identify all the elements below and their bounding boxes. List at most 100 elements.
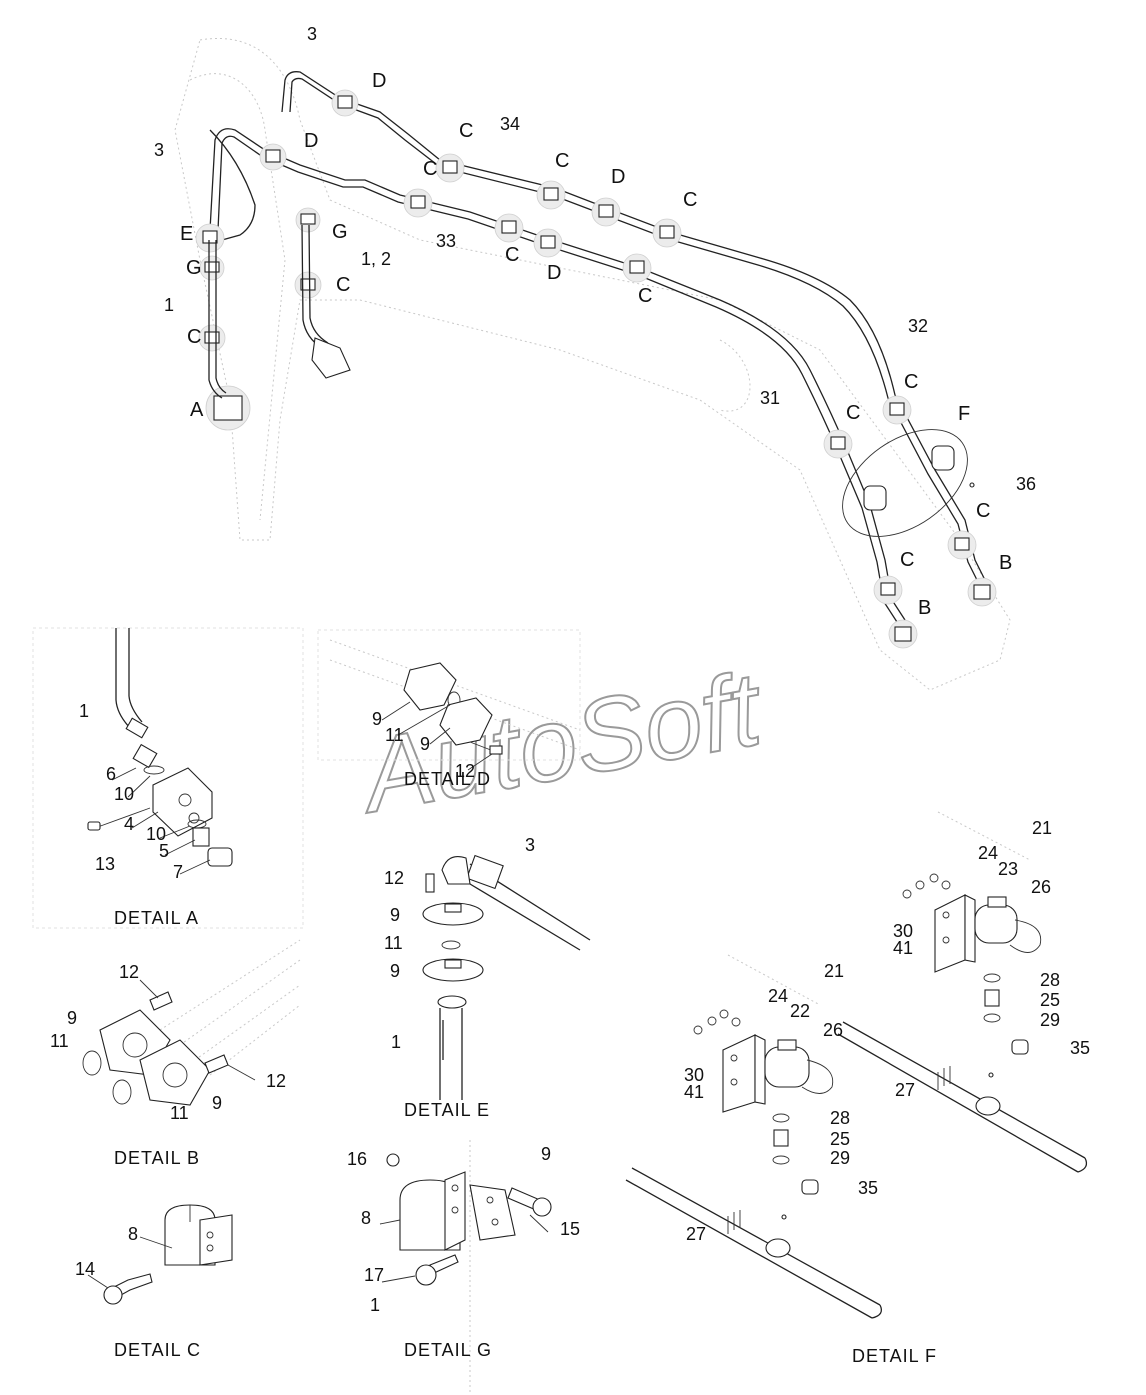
callout-label: 9 xyxy=(390,905,400,925)
callout-label: 1, 2 xyxy=(361,249,391,269)
detail-c-caption: DETAIL C xyxy=(114,1340,201,1360)
callout-label: G xyxy=(186,257,202,279)
callout-label: 33 xyxy=(436,231,456,251)
hose-1-2 xyxy=(301,224,351,379)
detail-b: 12 9 11 12 9 11 DETAIL B xyxy=(50,939,301,1168)
callout-label: C xyxy=(976,500,990,522)
callout-label: 30 xyxy=(684,1065,704,1085)
pipe-34 xyxy=(281,71,986,583)
callout-label: 1 xyxy=(391,1032,401,1052)
callout-label: 10 xyxy=(146,824,166,844)
callout-label: 26 xyxy=(823,1020,843,1040)
callout-label: 15 xyxy=(560,1219,580,1239)
callout-label: 12 xyxy=(266,1071,286,1091)
callout-label: 25 xyxy=(830,1129,850,1149)
callout-label: A xyxy=(190,399,204,421)
callout-label: D xyxy=(611,166,625,188)
callout-label: 34 xyxy=(500,114,520,134)
callout-label: D xyxy=(304,130,318,152)
callout-label: 9 xyxy=(67,1008,77,1028)
callout-label: 29 xyxy=(1040,1010,1060,1030)
callout-label: 11 xyxy=(385,725,404,745)
callout-label: 9 xyxy=(390,961,400,981)
callout-label: 9 xyxy=(372,709,382,729)
callout-label: C xyxy=(846,402,860,424)
detail-b-caption: DETAIL B xyxy=(114,1148,200,1168)
detail-d-caption: DETAIL D xyxy=(404,769,491,789)
callout-label: 31 xyxy=(760,388,780,408)
callout-label: 13 xyxy=(95,854,115,874)
callout-label: 17 xyxy=(364,1265,384,1285)
callout-label: 8 xyxy=(361,1208,371,1228)
callout-label: 22 xyxy=(790,1001,810,1021)
callout-label: C xyxy=(336,274,350,296)
detail-b-labels: 12 9 11 12 9 11 xyxy=(50,962,286,1123)
callout-label: 41 xyxy=(684,1082,704,1102)
callout-label: 30 xyxy=(893,921,913,941)
callout-label: 9 xyxy=(541,1144,551,1164)
callout-label: 27 xyxy=(895,1080,915,1100)
pipe-33 xyxy=(209,128,906,623)
callout-label: 21 xyxy=(1032,818,1052,838)
detail-g-caption: DETAIL G xyxy=(404,1340,492,1360)
callout-label: C xyxy=(638,285,652,307)
callout-label: 3 xyxy=(307,24,317,44)
callout-label: 24 xyxy=(768,986,788,1006)
callout-label: 29 xyxy=(830,1148,850,1168)
callout-label: 35 xyxy=(858,1178,878,1198)
callout-label: 5 xyxy=(159,841,169,861)
callout-label: 12 xyxy=(384,868,404,888)
callout-label: 1 xyxy=(370,1295,380,1315)
callout-label: 11 xyxy=(50,1031,69,1051)
callout-label: 28 xyxy=(830,1108,850,1128)
callout-label: 35 xyxy=(1070,1038,1090,1058)
callout-label: C xyxy=(900,549,914,571)
callout-label: 14 xyxy=(75,1259,95,1279)
callout-label: 6 xyxy=(106,764,116,784)
callout-label: D xyxy=(547,262,561,284)
callout-label: 25 xyxy=(1040,990,1060,1010)
detail-g: 16 9 8 15 17 1 DETAIL G xyxy=(347,1140,580,1395)
callout-label: 3 xyxy=(154,140,164,160)
callout-label: 23 xyxy=(998,859,1018,879)
callout-label: 12 xyxy=(119,962,139,982)
callout-label: 36 xyxy=(1016,474,1036,494)
callout-label: 12 xyxy=(455,761,475,781)
callout-label: 27 xyxy=(686,1224,706,1244)
callout-label: C xyxy=(904,371,918,393)
callout-label: 7 xyxy=(173,862,183,882)
callout-label: F xyxy=(958,403,970,425)
detail-c-labels: 814 xyxy=(75,1224,138,1279)
detail-e: 3 12 9 11 9 1 DETAIL E xyxy=(384,835,591,1120)
callout-label: 41 xyxy=(893,938,913,958)
boom-silhouette xyxy=(174,38,1011,691)
callout-label: 16 xyxy=(347,1149,367,1169)
detail-f-caption: DETAIL F xyxy=(852,1346,937,1366)
callout-label: 24 xyxy=(978,843,998,863)
overview-clamps xyxy=(195,89,997,649)
callout-label: 10 xyxy=(114,784,134,804)
callout-label: C xyxy=(459,120,473,142)
callout-label: 3 xyxy=(525,835,535,855)
callout-label: 11 xyxy=(170,1103,189,1123)
callout-label: 9 xyxy=(212,1093,222,1113)
callout-label: 26 xyxy=(1031,877,1051,897)
callout-label: C xyxy=(423,158,437,180)
callout-label: 28 xyxy=(1040,970,1060,990)
callout-label: C xyxy=(683,189,697,211)
callout-label: 32 xyxy=(908,316,928,336)
detail-a-caption: DETAIL A xyxy=(114,908,199,928)
detail-c: 814 DETAIL C xyxy=(75,1204,233,1360)
callout-label: 21 xyxy=(824,961,844,981)
callout-label: E xyxy=(180,223,193,245)
callout-label: 1 xyxy=(79,701,89,721)
callout-label: 11 xyxy=(384,933,403,953)
detail-e-caption: DETAIL E xyxy=(404,1100,490,1120)
callout-label: C xyxy=(187,326,201,348)
